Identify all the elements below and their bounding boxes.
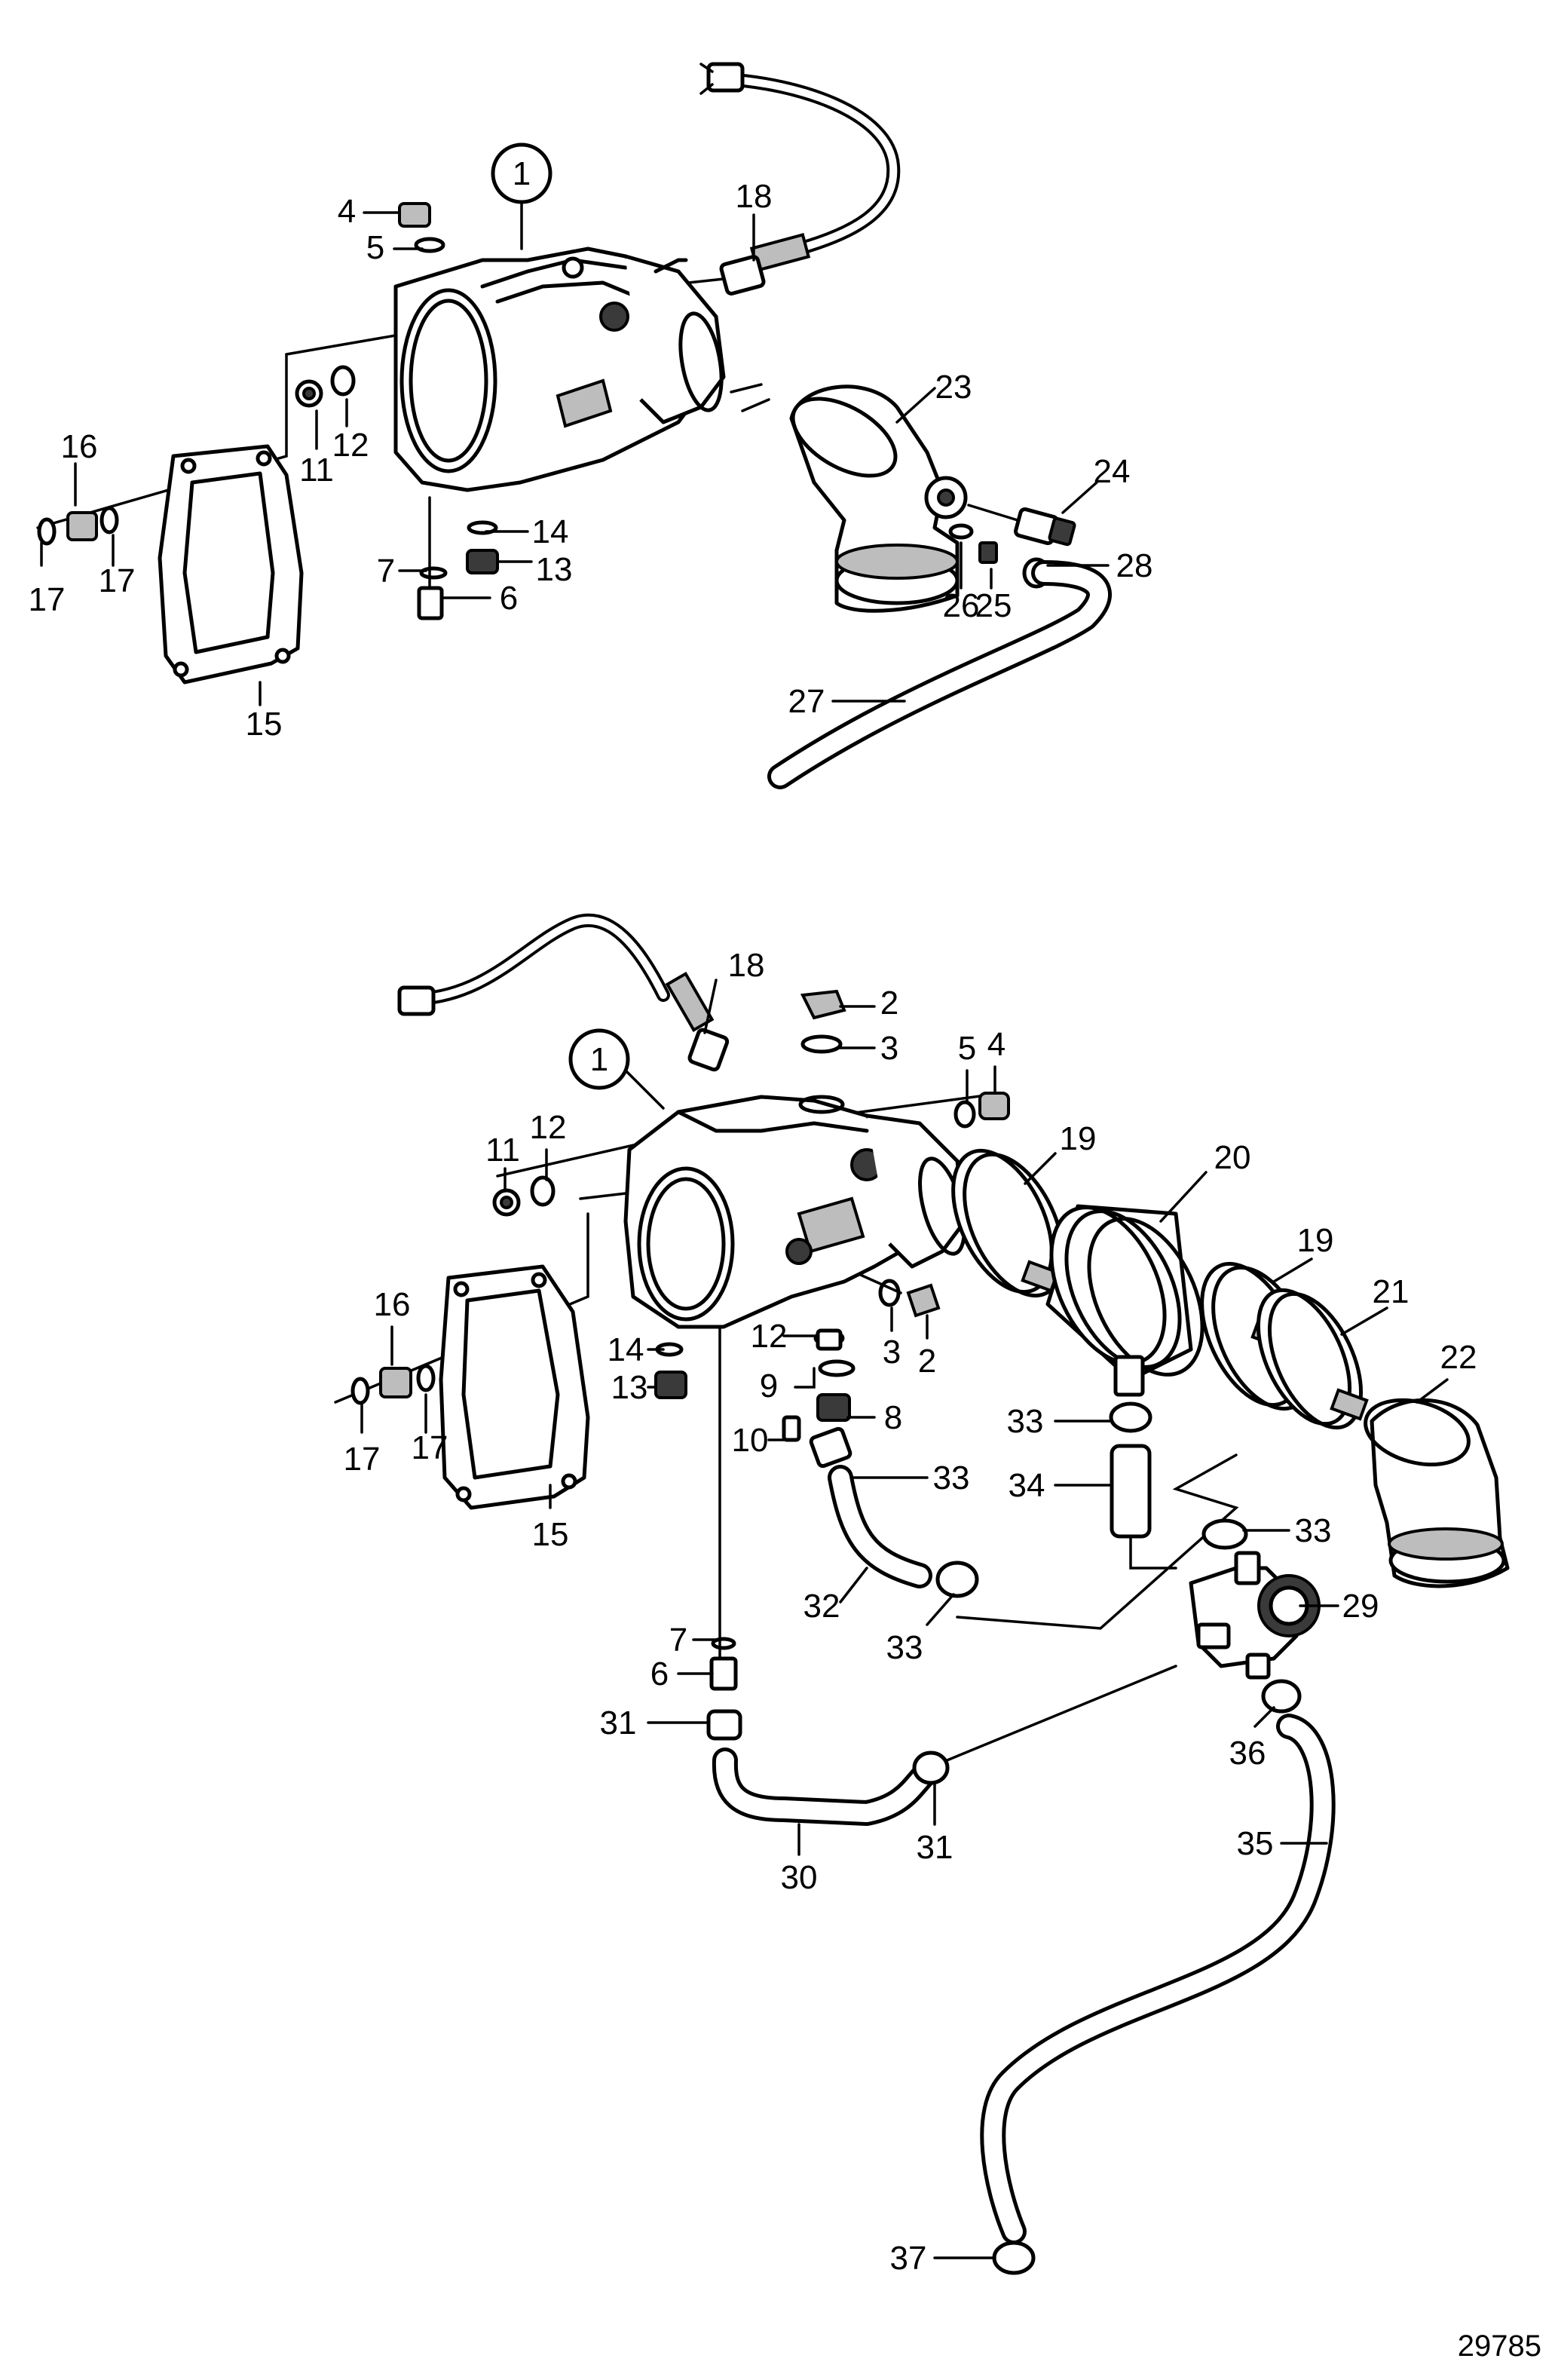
label: 6 — [500, 580, 518, 617]
label: 14 — [532, 513, 569, 550]
label: 4 — [987, 1026, 1006, 1063]
label: 11 — [299, 452, 334, 489]
bottom-callout-circle — [568, 1028, 630, 1090]
hose — [767, 560, 1112, 789]
label: 8 — [884, 1399, 902, 1436]
hose-35 — [980, 1679, 1336, 2275]
label: 3 — [883, 1334, 901, 1371]
label: 33 — [886, 1629, 923, 1666]
lambda-sensor-cable — [397, 913, 730, 1072]
label: 33 — [933, 1460, 970, 1496]
label: 14 — [608, 1331, 644, 1368]
label: 34 — [1009, 1467, 1045, 1504]
axis-line — [36, 353, 288, 529]
label: 9 — [760, 1368, 778, 1404]
label: 4 — [338, 193, 356, 230]
top-leader-lines — [40, 211, 1110, 706]
label: 30 — [781, 1859, 818, 1896]
label: 26 — [943, 587, 980, 624]
label: 19 — [1060, 1120, 1097, 1157]
label: 37 — [890, 2240, 927, 2277]
drain-fittings — [654, 1328, 856, 1442]
label: 10 — [732, 1422, 769, 1459]
valve — [1189, 1551, 1321, 1680]
label: 22 — [1440, 1339, 1477, 1376]
top-callout-number: 1 — [513, 155, 531, 192]
label: 27 — [788, 683, 825, 720]
label: 7 — [669, 1622, 687, 1659]
plug-11-12 — [295, 365, 356, 408]
label: 18 — [736, 178, 773, 215]
label: 17 — [29, 581, 66, 618]
hose — [809, 1426, 979, 1598]
exhaust-elbow — [730, 383, 968, 613]
top-plug — [800, 989, 846, 1054]
label: 13 — [611, 1369, 648, 1406]
exhaust-elbow — [1364, 1398, 1510, 1588]
drain-fittings — [417, 496, 499, 620]
label: 15 — [532, 1516, 569, 1553]
label: 17 — [344, 1441, 381, 1478]
label: 32 — [803, 1588, 840, 1625]
gasket — [439, 1264, 590, 1510]
label: 2 — [880, 985, 898, 1022]
gasket — [158, 444, 304, 685]
top-assembly: 1 4 5 18 16 — [29, 62, 1153, 789]
label: 29 — [1342, 1588, 1379, 1625]
label: 33 — [1007, 1403, 1044, 1440]
label: 17 — [99, 562, 136, 599]
label: 13 — [536, 551, 573, 588]
label: 3 — [880, 1030, 898, 1067]
top-part-labels: 4 5 18 16 12 11 17 17 23 24 14 7 13 6 28… — [29, 178, 1153, 743]
bottom-part-labels: 18 2 3 5 4 12 11 19 20 19 21 16 22 3 2 1… — [344, 947, 1477, 2277]
label: 18 — [728, 947, 765, 984]
label: 16 — [374, 1286, 411, 1323]
axis-line — [334, 1212, 589, 1404]
plug-11-12 — [492, 1175, 556, 1217]
label: 23 — [935, 369, 972, 406]
figure-number: 29785 — [1458, 2329, 1541, 2363]
side-plug — [878, 1279, 941, 1318]
thermostat-housing — [393, 247, 726, 492]
label: 12 — [332, 427, 369, 464]
label: 15 — [246, 706, 283, 743]
label: 5 — [958, 1030, 976, 1067]
label: 36 — [1229, 1735, 1266, 1772]
label: 28 — [1116, 547, 1153, 584]
axis-line — [918, 1665, 1177, 1773]
label: 33 — [1295, 1512, 1332, 1549]
label: 31 — [917, 1829, 953, 1866]
label: 16 — [61, 428, 98, 465]
hose-clamps — [951, 1148, 1369, 1430]
bottom-callout-number: 1 — [590, 1041, 608, 1078]
drain-plug-assembly — [37, 506, 119, 546]
label: 24 — [1094, 453, 1131, 490]
label: 20 — [1214, 1139, 1251, 1176]
vent-plug — [953, 1092, 1010, 1129]
label: 31 — [600, 1705, 637, 1741]
lambda-sensor-cable — [699, 62, 901, 296]
label: 6 — [650, 1656, 669, 1692]
bottom-assembly: 1 — [334, 913, 1510, 2277]
label: 12 — [751, 1318, 788, 1355]
sensor-tube — [1109, 1355, 1248, 1550]
label: 2 — [918, 1343, 936, 1380]
drain-plug-assembly — [350, 1364, 436, 1405]
vent-plug — [398, 202, 445, 253]
label: 19 — [1297, 1222, 1334, 1259]
thermostat-housing — [623, 1095, 967, 1329]
label: 35 — [1237, 1825, 1274, 1862]
bottom-leader-lines — [360, 979, 1449, 2259]
label: 25 — [975, 587, 1012, 624]
label: 21 — [1373, 1273, 1410, 1310]
label: 11 — [485, 1132, 520, 1169]
label: 17 — [412, 1429, 448, 1466]
label: 7 — [377, 553, 395, 590]
label: 5 — [366, 229, 384, 266]
label: 12 — [530, 1109, 567, 1146]
drain-hose-assembly — [706, 1637, 950, 1826]
